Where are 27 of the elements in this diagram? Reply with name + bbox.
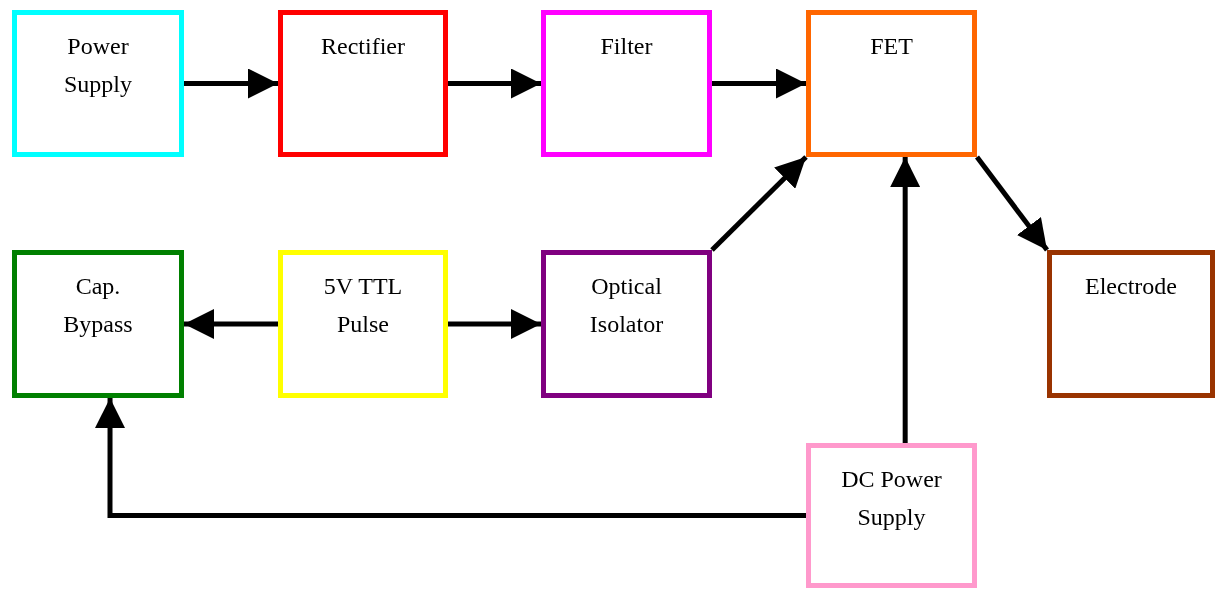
process-box <box>12 250 184 398</box>
box-label: Electrode <box>1085 272 1177 301</box>
box-label: Optical Isolator <box>588 272 665 339</box>
arrow <box>890 157 921 443</box>
arrow <box>448 309 541 339</box>
process-box <box>541 10 712 157</box>
box-label: Cap. Bypass <box>62 272 134 339</box>
arrow <box>975 155 1049 252</box>
process-box <box>1047 250 1215 398</box>
box-label: Power Supply <box>63 32 133 99</box>
process-box <box>806 10 977 157</box>
arrow <box>710 155 808 252</box>
process-box <box>278 10 448 157</box>
arrow <box>448 68 541 99</box>
arrow <box>95 398 806 518</box>
process-box <box>278 250 448 398</box>
arrow <box>712 68 806 99</box>
process-box <box>12 10 184 157</box>
box-label: DC Power Supply <box>840 465 943 532</box>
box-label: 5V TTL Pulse <box>322 272 404 339</box>
arrow <box>184 309 278 339</box>
box-label: Rectifier <box>321 32 405 61</box>
box-label: Filter <box>600 32 653 61</box>
arrow <box>184 68 278 99</box>
box-label: FET <box>870 32 913 61</box>
process-box <box>541 250 712 398</box>
process-box <box>806 443 977 588</box>
